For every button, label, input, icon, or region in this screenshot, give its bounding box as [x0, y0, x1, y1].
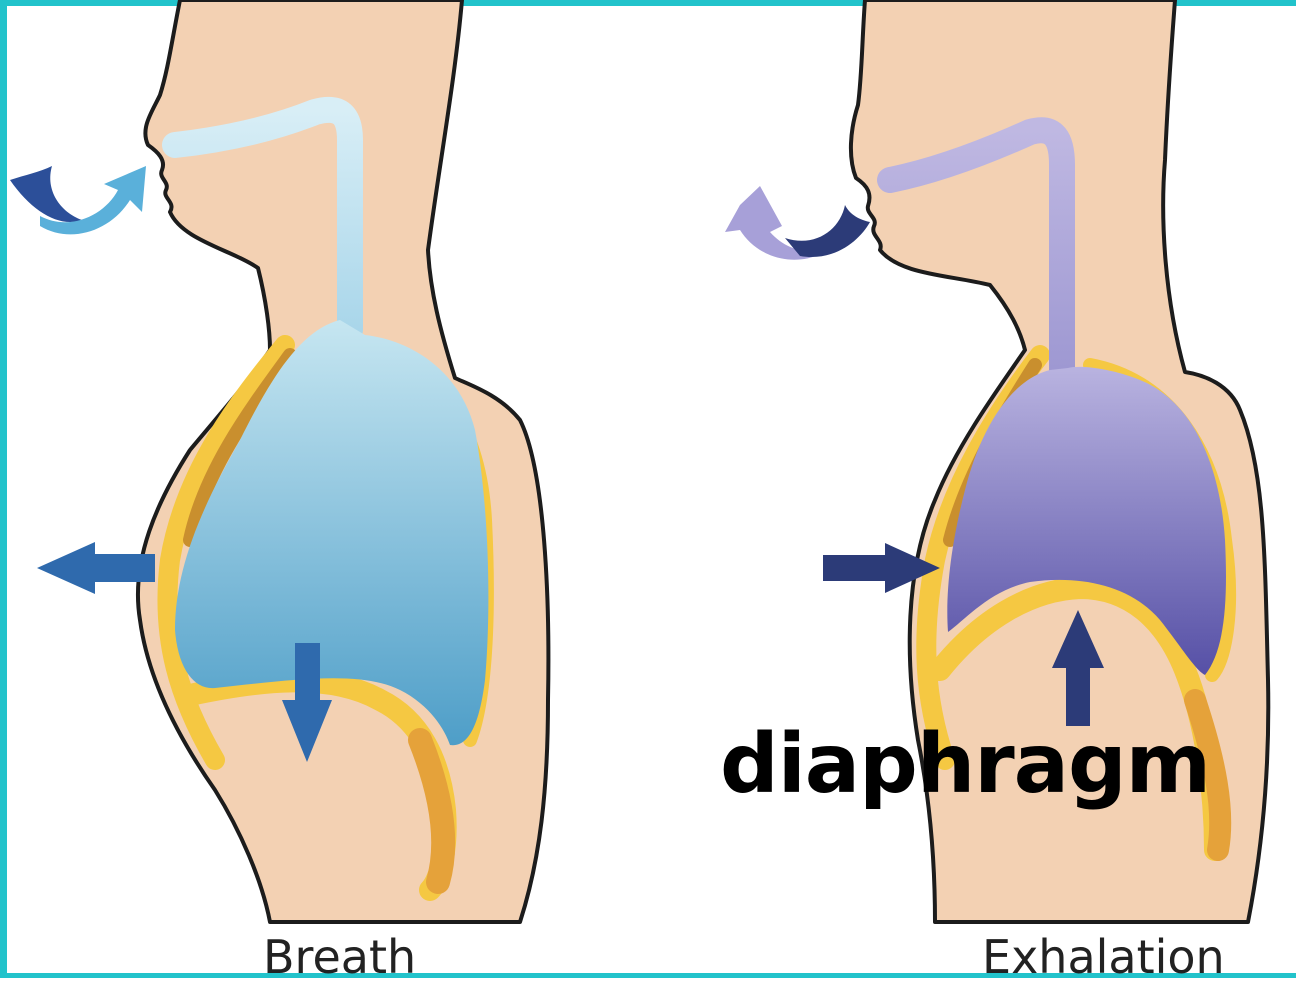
exhale-air-arrow: [725, 186, 870, 260]
inhale-air-arrow-dark: [10, 166, 82, 222]
breath-caption: Breath: [263, 934, 416, 980]
inhale-air-arrow: [10, 166, 146, 234]
inhale-figure: [10, 0, 548, 922]
exhale-air-arrow-dark: [785, 205, 870, 257]
diaphragm-label: diaphragm: [720, 724, 1210, 806]
exhalation-caption: Exhalation: [982, 934, 1225, 980]
